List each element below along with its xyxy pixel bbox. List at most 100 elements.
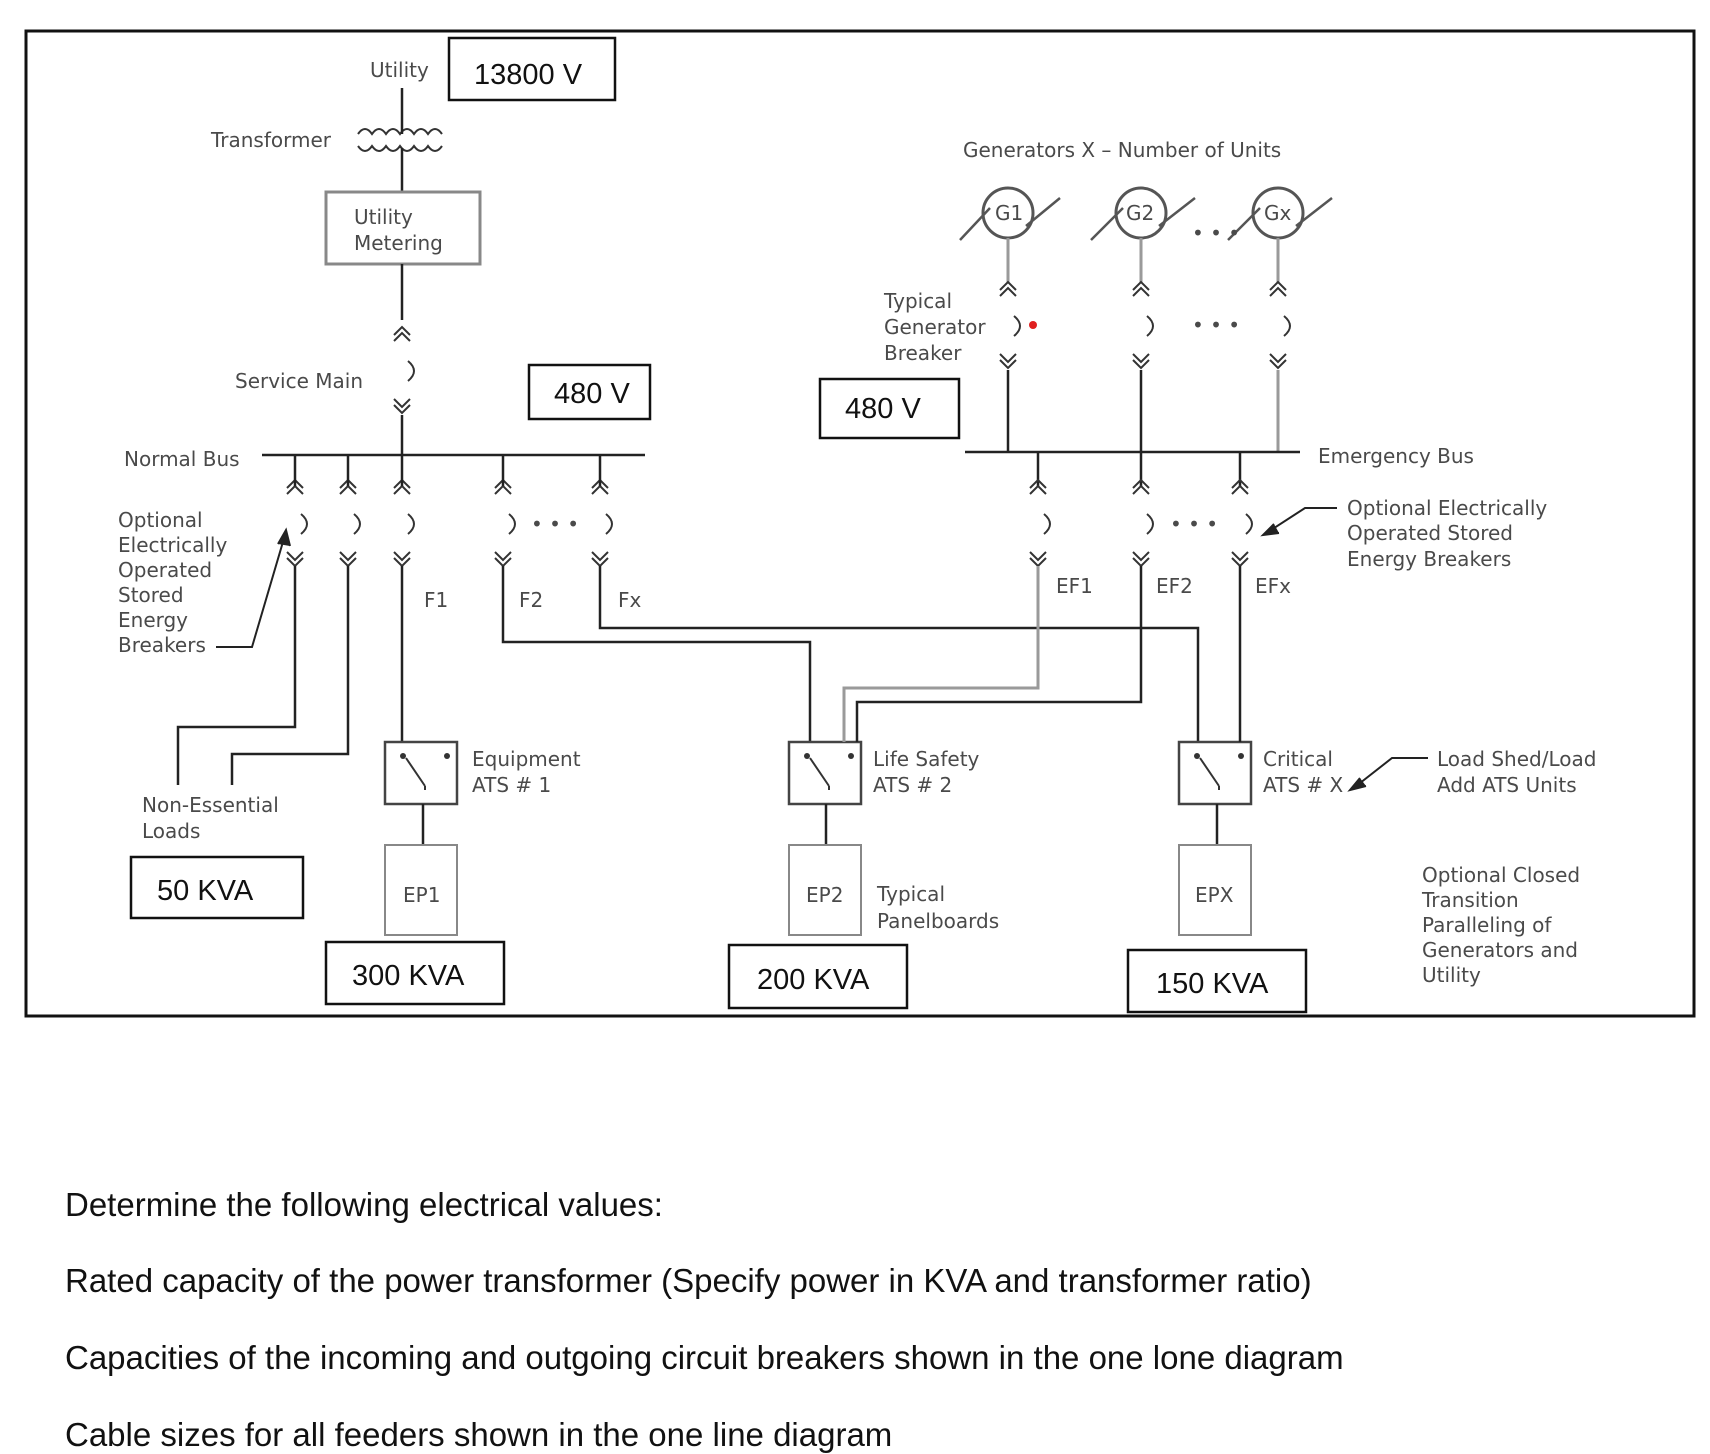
panel-ep1-label: EP1	[403, 883, 440, 907]
svg-text:Utility: Utility	[1422, 963, 1481, 987]
service-main-label: Service Main	[235, 369, 363, 393]
service-main-breaker	[393, 326, 415, 414]
svg-text:Energy: Energy	[118, 608, 188, 632]
svg-text:Optional Electrically: Optional Electrically	[1347, 496, 1547, 520]
optional-right-pointer	[1267, 507, 1337, 533]
utility-label: Utility	[370, 58, 429, 82]
generator-gx-breaker	[1269, 281, 1291, 369]
ep1-load: 300 KVA	[352, 960, 465, 992]
diagram-frame	[24, 29, 1696, 1018]
question-3: Cable sizes for all feeders shown in the…	[65, 1416, 892, 1453]
fx-breaker	[591, 479, 613, 567]
ats-life-safety	[787, 740, 863, 806]
panel-epx-label: EPX	[1195, 883, 1234, 907]
panel-ep1	[384, 844, 458, 936]
feeder-fx-line	[598, 566, 1200, 742]
generator-breaker-ellipsis: • • •	[1192, 313, 1240, 337]
ats-life-safety-label-2: ATS # 2	[873, 773, 952, 797]
ats-critical	[1177, 740, 1253, 806]
typical-panelboards-label-2: Panelboards	[877, 909, 999, 933]
generator-gx-label: Gx	[1264, 201, 1291, 225]
generator-g2-breaker	[1132, 281, 1154, 369]
epx-load: 150 KVA	[1156, 968, 1269, 1000]
non-essential-label-1: Non-Essential	[142, 793, 279, 817]
non-essential-feeder-1	[176, 566, 297, 785]
non-essential-feeder-2	[230, 566, 350, 785]
feeder-f2-label: F2	[519, 588, 543, 612]
transformer-label: Transformer	[210, 128, 332, 152]
typical-gen-breaker-label-3: Breaker	[884, 341, 962, 365]
generator-g2-label: G2	[1126, 201, 1154, 225]
question-2: Capacities of the incoming and outgoing …	[65, 1339, 1344, 1376]
f1-breaker	[393, 479, 415, 567]
svg-text:Energy Breakers: Energy Breakers	[1347, 547, 1511, 571]
emergency-bus-voltage-box	[818, 377, 961, 440]
optional-breakers-left-label: Optional Electrically Operated Stored En…	[118, 508, 227, 657]
transformer-symbol	[357, 128, 443, 152]
non-essential-load: 50 KVA	[157, 875, 254, 907]
svg-text:Operated: Operated	[118, 558, 212, 582]
non-essential-label-2: Loads	[142, 819, 200, 843]
svg-text:Stored: Stored	[118, 583, 184, 607]
svg-text:Breakers: Breakers	[118, 633, 206, 657]
ats-critical-label-2: ATS # X	[1263, 773, 1344, 797]
utility-voltage: 13800 V	[474, 59, 583, 91]
generator-g2	[1090, 186, 1196, 241]
non-essential-load-box	[129, 855, 305, 920]
normal-bus-voltage: 480 V	[554, 378, 630, 410]
questions-intro: Determine the following electrical value…	[65, 1186, 663, 1223]
load-shed-pointer	[1354, 757, 1428, 788]
optional-breakers-right-label: Optional Electrically Operated Stored En…	[1347, 496, 1547, 571]
ats-equipment-label-2: ATS # 1	[472, 773, 551, 797]
epx-load-box	[1126, 948, 1308, 1014]
f2-breaker	[494, 479, 516, 567]
normal-bus-label: Normal Bus	[124, 447, 240, 471]
generator-gx	[1227, 186, 1333, 241]
optional-closed-transition-label: Optional Closed Transition Paralleling o…	[1421, 863, 1580, 987]
panel-ep2	[788, 844, 862, 936]
question-1: Rated capacity of the power transformer …	[65, 1262, 1312, 1299]
utility-metering-label-1: Utility	[354, 205, 413, 229]
utility-metering-label-2: Metering	[354, 231, 443, 255]
panel-ep2-label: EP2	[806, 883, 843, 907]
svg-text:Operated Stored: Operated Stored	[1347, 521, 1513, 545]
ef2-breaker	[1132, 479, 1154, 567]
feeder-f1-label: F1	[424, 588, 448, 612]
emergency-bus-label: Emergency Bus	[1318, 444, 1474, 468]
svg-text:Generators and: Generators and	[1422, 938, 1578, 962]
typical-gen-breaker-label-2: Generator	[884, 315, 986, 339]
utility-voltage-box	[447, 36, 617, 102]
svg-text:Electrically: Electrically	[118, 533, 227, 557]
generator-g1-breaker	[999, 281, 1021, 369]
generator-g1-label: G1	[995, 201, 1023, 225]
feeder-ef1-line	[842, 566, 1040, 742]
normal-bus-ellipsis: • • •	[531, 512, 579, 536]
feeder-f2-line	[501, 566, 812, 742]
feeder-ef2-line	[855, 566, 1143, 742]
ep2-load: 200 KVA	[757, 964, 870, 996]
ep1-load-box	[324, 940, 506, 1006]
load-shed-label-1: Load Shed/Load	[1437, 747, 1596, 771]
normal-bus-voltage-box	[527, 363, 652, 421]
non-essential-breaker-1	[286, 479, 308, 567]
typical-gen-breaker-label-1: Typical	[883, 289, 952, 313]
panel-epx	[1178, 844, 1252, 936]
svg-text:Optional: Optional	[118, 508, 203, 532]
ats-life-safety-label-1: Life Safety	[873, 747, 980, 771]
emergency-bus-ellipsis: • • •	[1170, 512, 1218, 536]
ats-equipment	[383, 740, 459, 806]
generators-ellipsis: • • •	[1192, 221, 1240, 245]
load-shed-label-2: Add ATS Units	[1437, 773, 1577, 797]
feeder-ef1-label: EF1	[1056, 574, 1093, 598]
svg-text:Transition: Transition	[1421, 888, 1519, 912]
non-essential-breaker-2	[339, 479, 361, 567]
optional-left-pointer	[216, 534, 286, 648]
generator-breaker-red-dot	[1029, 321, 1037, 329]
ats-equipment-label-1: Equipment	[472, 747, 581, 771]
ep2-load-box	[727, 943, 909, 1010]
svg-text:Paralleling of: Paralleling of	[1422, 913, 1552, 937]
feeder-ef2-label: EF2	[1156, 574, 1193, 598]
emergency-bus-voltage: 480 V	[845, 393, 921, 425]
ats-critical-label-1: Critical	[1263, 747, 1333, 771]
